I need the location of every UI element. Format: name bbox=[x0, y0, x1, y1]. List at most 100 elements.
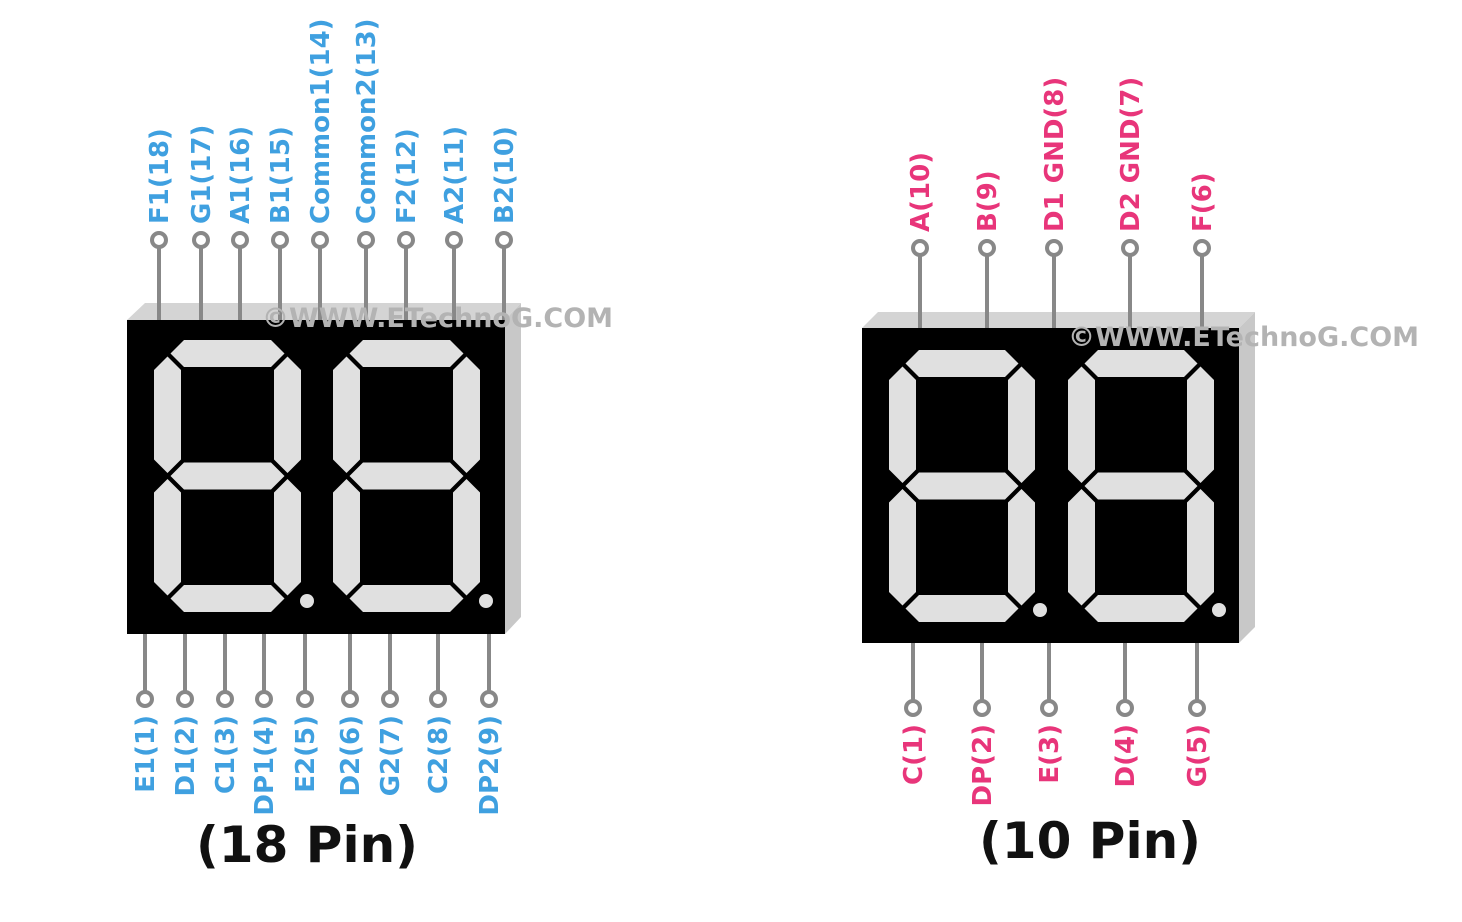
pin-label: C(1) bbox=[899, 724, 929, 785]
pin-bottom-3: C1(3) bbox=[211, 634, 241, 794]
pin-label: C2(8) bbox=[424, 715, 454, 794]
display-top-bevel bbox=[862, 312, 1255, 328]
pin-bottom-8: C2(8) bbox=[424, 634, 454, 794]
pin-bottom-5: E2(5) bbox=[291, 634, 321, 793]
pin-label: B2(10) bbox=[490, 126, 520, 224]
watermark-text: ©WWW.ETechnoG.COM bbox=[1068, 322, 1419, 353]
pin-top-1: A(10) bbox=[906, 152, 936, 328]
pin-label: E2(5) bbox=[291, 715, 321, 793]
pin-label: D2(6) bbox=[336, 715, 366, 797]
pin-label: D1(2) bbox=[171, 715, 201, 797]
segment-f bbox=[1068, 366, 1095, 483]
pin-top-9: B2(10) bbox=[490, 126, 520, 320]
segment-c bbox=[274, 479, 301, 596]
digit-2 bbox=[1068, 350, 1226, 622]
decimal-point bbox=[479, 594, 493, 608]
segment-d bbox=[170, 585, 285, 612]
pin-terminal bbox=[231, 231, 249, 249]
pin-terminal bbox=[1121, 239, 1139, 257]
pin-terminal bbox=[341, 690, 359, 708]
segment-e bbox=[154, 479, 181, 596]
pin-terminal bbox=[1045, 239, 1063, 257]
segment-d bbox=[349, 585, 464, 612]
pin-label: DP2(9) bbox=[475, 715, 505, 816]
pin-bottom-4: D(4) bbox=[1111, 643, 1141, 787]
digit-1 bbox=[889, 350, 1047, 622]
pin-label: G1(17) bbox=[187, 125, 217, 224]
pin-label: F2(12) bbox=[392, 128, 422, 224]
pin-top-2: B(9) bbox=[973, 170, 1003, 328]
pin-bottom-6: D2(6) bbox=[336, 634, 366, 797]
pin-count-caption: (10 Pin) bbox=[979, 812, 1201, 870]
pin-label: DP(2) bbox=[968, 724, 998, 807]
pin-terminal bbox=[1116, 699, 1134, 717]
bottom-pin-row: E1(1) D1(2) C1(3) DP1(4) E2(5) D2(6) G2(7) C2(8… bbox=[131, 634, 505, 816]
segment-b bbox=[1008, 366, 1035, 483]
segment-a bbox=[170, 340, 285, 367]
segment-f bbox=[333, 356, 360, 473]
pin-bottom-4: DP1(4) bbox=[250, 634, 280, 816]
pin-terminal bbox=[296, 690, 314, 708]
pin-terminal bbox=[973, 699, 991, 717]
segment-f bbox=[154, 356, 181, 473]
pin-terminal bbox=[480, 690, 498, 708]
top-pin-row: A(10)B(9)D1 GND(8)D2 GND(7)F(6) bbox=[906, 77, 1218, 328]
pin-terminal bbox=[192, 231, 210, 249]
pin-top-1: F1(18) bbox=[145, 128, 175, 320]
segment-f bbox=[889, 366, 916, 483]
pin-terminal bbox=[911, 239, 929, 257]
decimal-point bbox=[300, 594, 314, 608]
pin-top-3: A1(16) bbox=[226, 126, 256, 320]
pin-bottom-9: DP2(9) bbox=[475, 634, 505, 816]
display-top-bevel bbox=[127, 303, 521, 320]
pin-terminal bbox=[904, 699, 922, 717]
segment-e bbox=[889, 489, 916, 606]
pin-terminal bbox=[176, 690, 194, 708]
pin-label: D2 GND(7) bbox=[1116, 77, 1146, 232]
pin-top-5: Common1(14) bbox=[306, 18, 336, 320]
segment-e bbox=[1068, 489, 1095, 606]
pin-label: C1(3) bbox=[211, 715, 241, 794]
pin-top-8: A2(11) bbox=[440, 126, 470, 320]
segment-c bbox=[1008, 489, 1035, 606]
segment-e bbox=[333, 479, 360, 596]
digits bbox=[889, 350, 1226, 622]
digit-2 bbox=[333, 340, 493, 612]
pin-label: G(5) bbox=[1183, 724, 1213, 787]
segment-c bbox=[453, 479, 480, 596]
pin-top-4: D2 GND(7) bbox=[1116, 77, 1146, 328]
pin-top-2: G1(17) bbox=[187, 125, 217, 320]
pin-terminal bbox=[978, 239, 996, 257]
pin-terminal bbox=[495, 231, 513, 249]
pin-label: Common1(14) bbox=[306, 18, 336, 224]
display-side-bevel bbox=[1239, 312, 1255, 643]
watermark-text: ©WWW.ETechnoG.COM bbox=[262, 303, 613, 334]
pin-terminal bbox=[445, 231, 463, 249]
segment-a bbox=[1084, 350, 1198, 377]
pin-label: DP1(4) bbox=[250, 715, 280, 816]
segment-b bbox=[453, 356, 480, 473]
segment-d bbox=[905, 595, 1019, 622]
pin-bottom-7: G2(7) bbox=[376, 634, 406, 796]
top-pin-row: F1(18)G1(17)A1(16)B1(15)Common1(14)Commo… bbox=[145, 18, 520, 320]
segment-b bbox=[1187, 366, 1214, 483]
pin-terminal bbox=[429, 690, 447, 708]
pin-label: E1(1) bbox=[131, 715, 161, 793]
pin-top-4: B1(15) bbox=[266, 126, 296, 320]
pin-terminal bbox=[150, 231, 168, 249]
pin-label: E(3) bbox=[1035, 724, 1065, 784]
pin-label: G2(7) bbox=[376, 715, 406, 796]
digits bbox=[154, 340, 493, 612]
segment-a bbox=[349, 340, 464, 367]
pin-bottom-2: D1(2) bbox=[171, 634, 201, 797]
segment-g bbox=[905, 472, 1019, 500]
pin-terminal bbox=[1040, 699, 1058, 717]
pin-bottom-5: G(5) bbox=[1183, 643, 1213, 787]
pin-bottom-1: E1(1) bbox=[131, 634, 161, 793]
pin-label: D(4) bbox=[1111, 724, 1141, 787]
pin-terminal bbox=[1193, 239, 1211, 257]
pin-terminal bbox=[1188, 699, 1206, 717]
segment-g bbox=[349, 462, 464, 490]
pin-label: B1(15) bbox=[266, 126, 296, 224]
